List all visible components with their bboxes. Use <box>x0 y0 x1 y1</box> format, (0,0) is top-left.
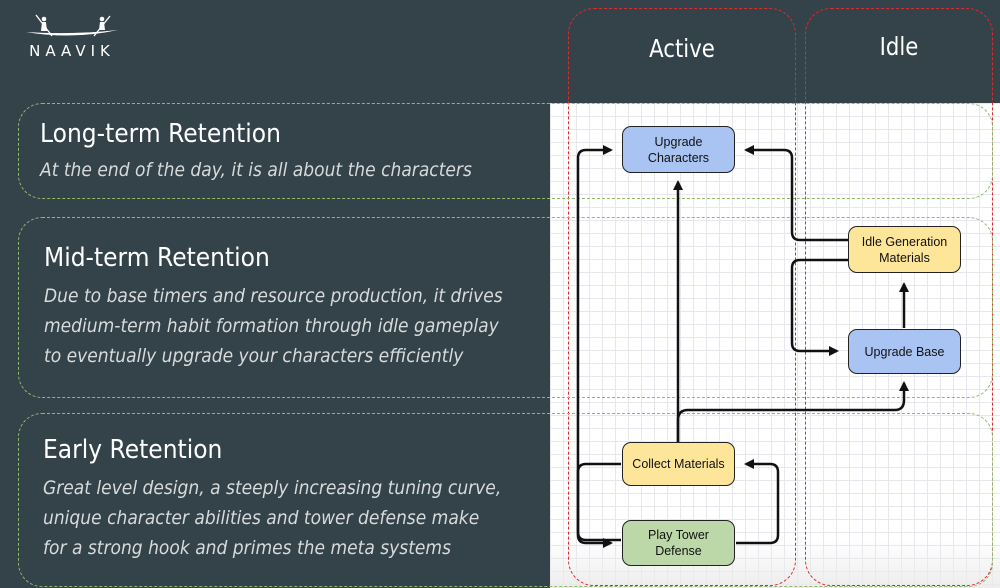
arrow-idle-to-upgrade-characters <box>744 145 848 242</box>
node-label-line: Collect Materials <box>632 457 725 471</box>
node-idle-generation-materials: Idle Generation Materials <box>848 226 961 273</box>
early-desc-line: unique character abilities and tower def… <box>43 507 480 529</box>
long-term-row-box <box>18 103 993 199</box>
active-column-box <box>568 8 796 586</box>
mid-term-desc-line: Due to base timers and resource producti… <box>44 285 503 307</box>
early-desc: Great level design, a steeply increasing… <box>43 473 501 563</box>
node-label-line: Characters <box>647 150 710 165</box>
active-column-title: Active <box>649 34 715 63</box>
node-label-line: Defense <box>655 544 702 558</box>
naavik-logo: NAAVIK <box>22 10 132 65</box>
arrow-idle-to-upgrade-base <box>790 258 848 356</box>
idle-column-title: Idle <box>879 32 919 61</box>
early-desc-line: for a strong hook and primes the meta sy… <box>43 537 451 559</box>
node-label-line: Idle Generation <box>861 234 948 249</box>
early-desc-line: Great level design, a steeply increasing… <box>43 477 502 499</box>
brand-name: NAAVIK <box>29 42 115 60</box>
long-term-desc-line: At the end of the day, it is all about t… <box>40 159 472 181</box>
early-title: Early Retention <box>43 435 223 465</box>
early-row-box <box>18 413 993 587</box>
node-play-tower-defense: Play Tower Defense <box>622 520 735 566</box>
node-label-line: Upgrade Base <box>864 344 945 359</box>
canoe-icon <box>26 14 118 37</box>
node-collect-materials: Collect Materials <box>622 442 735 486</box>
mid-term-desc-line: medium-term habit formation through idle… <box>44 315 499 337</box>
mid-term-title: Mid-term Retention <box>44 243 270 273</box>
node-label-line: Upgrade <box>654 134 703 149</box>
mid-term-row-box <box>18 217 993 398</box>
node-upgrade-base: Upgrade Base <box>848 329 961 374</box>
mid-term-desc-line: to eventually upgrade your characters ef… <box>44 345 464 367</box>
arrow-play-to-collect <box>736 459 780 545</box>
node-upgrade-characters: Upgrade Characters <box>622 126 735 173</box>
node-label-line: Materials <box>879 250 930 265</box>
long-term-title: Long-term Retention <box>40 119 281 149</box>
long-term-desc: At the end of the day, it is all about t… <box>40 155 472 185</box>
node-label-line: Play Tower <box>648 528 709 542</box>
arrow-collect-to-play <box>576 462 621 548</box>
mid-term-desc: Due to base timers and resource producti… <box>44 281 503 371</box>
arrow-play-to-upgrade-characters <box>576 145 621 542</box>
arrow-collect-to-upgrade-base <box>676 381 909 442</box>
